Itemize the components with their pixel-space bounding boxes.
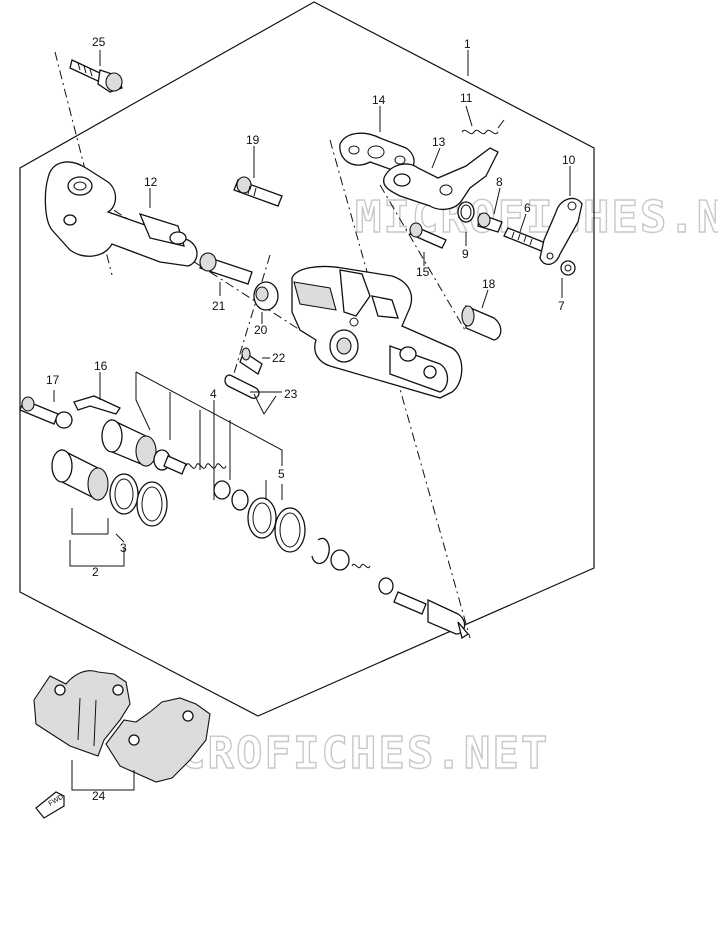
callout-25: 25	[92, 35, 106, 49]
callout-9: 9	[462, 247, 469, 261]
slide-pin-19[interactable]	[233, 176, 283, 207]
slide-pin-21[interactable]	[199, 252, 253, 285]
piston-upper[interactable]	[101, 418, 157, 467]
callout-1: 1	[464, 37, 471, 51]
callout-6: 6	[524, 201, 531, 215]
callout-17: 17	[46, 373, 60, 387]
callout-10: 10	[562, 153, 576, 167]
adjuster-parts-lower[interactable]	[311, 537, 469, 640]
brake-pad-front[interactable]	[33, 670, 131, 757]
callout-22: 22	[272, 351, 286, 365]
callout-5: 5	[278, 467, 285, 481]
boot-20[interactable]	[253, 281, 279, 311]
adjuster-assembly-4[interactable]	[153, 449, 249, 511]
piston-lower[interactable]	[51, 448, 109, 502]
callout-12: 12	[144, 175, 158, 189]
piston-seal-b[interactable]	[136, 481, 168, 527]
o-ring-9[interactable]	[457, 201, 475, 223]
callout-11: 11	[460, 91, 473, 105]
callout-23: 23	[284, 387, 298, 401]
nut-7[interactable]	[560, 260, 576, 276]
arm-10[interactable]	[539, 197, 583, 265]
callout-13: 13	[432, 135, 446, 149]
pin-17[interactable]	[19, 396, 73, 429]
clip-16[interactable]	[73, 395, 121, 415]
bolt-15[interactable]	[409, 222, 447, 249]
callout-14: 14	[372, 93, 386, 107]
cap-23[interactable]	[224, 374, 260, 399]
caliper-bracket[interactable]	[44, 161, 198, 267]
callout-15: 15	[416, 265, 430, 279]
callout-3: 3	[120, 541, 127, 555]
callout-18: 18	[482, 277, 496, 291]
assembly-frame	[19, 1, 595, 717]
callout-labels: 1 2 3 4 5 6 7 8 9 10 11 12 13 14 15 16 1…	[46, 35, 576, 803]
ring-5-b[interactable]	[274, 507, 306, 553]
piston-seal-a[interactable]	[109, 473, 139, 515]
callout-7: 7	[558, 299, 565, 313]
spring-11[interactable]	[461, 119, 505, 135]
callout-20: 20	[254, 323, 268, 337]
caliper-body[interactable]	[291, 265, 463, 399]
callout-24: 24	[92, 789, 106, 803]
callout-16: 16	[94, 359, 108, 373]
brake-pad-rear[interactable]	[105, 697, 211, 783]
gasket-14[interactable]	[339, 132, 415, 175]
callout-21: 21	[212, 299, 226, 313]
leader-lines	[53, 50, 571, 791]
ring-5-a[interactable]	[247, 497, 277, 539]
adjuster-8[interactable]	[477, 212, 503, 233]
bolt-25[interactable]	[69, 59, 123, 93]
lever-13[interactable]	[382, 147, 499, 211]
callout-8: 8	[496, 175, 503, 189]
callout-2: 2	[92, 565, 99, 579]
bolt-18[interactable]	[461, 305, 502, 341]
fwd-arrow-icon: FWD	[35, 791, 65, 819]
callout-4: 4	[210, 387, 217, 401]
bleeder-22[interactable]	[239, 347, 263, 375]
callout-19: 19	[246, 133, 260, 147]
